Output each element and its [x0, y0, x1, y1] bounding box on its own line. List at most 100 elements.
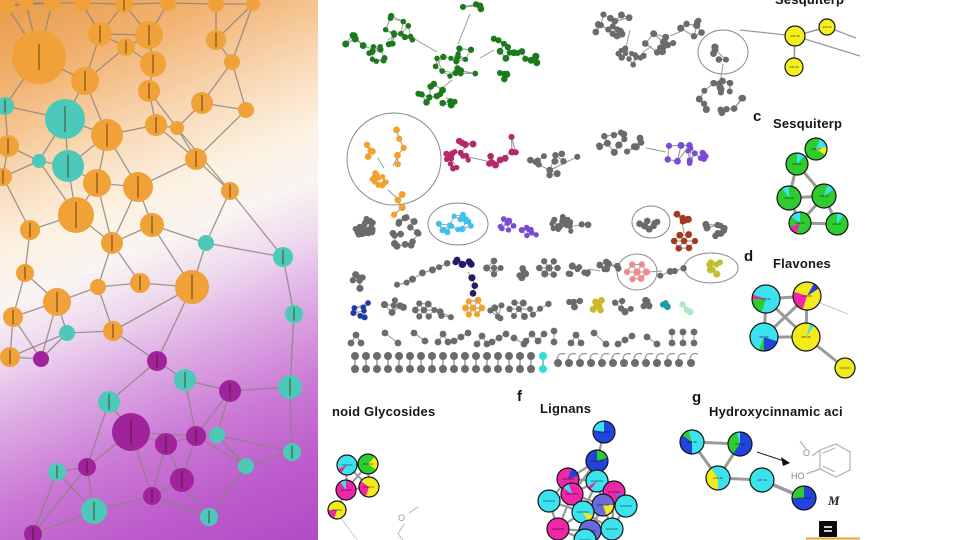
cluster-brick: [673, 210, 692, 225]
cluster-gray: [487, 302, 505, 322]
svg-text:444.27: 444.27: [819, 194, 829, 198]
cluster-teal2: [659, 300, 671, 311]
section-d-title: Flavones: [773, 256, 831, 271]
annotated-cluster-glycosides: [327, 453, 380, 540]
cluster-navy: [350, 300, 371, 321]
chemical-structure-glycoside: O: [397, 506, 419, 540]
chem-ho-label: HO: [791, 471, 805, 481]
cluster-orange: [363, 141, 376, 161]
cluster-magenta: [486, 152, 509, 169]
svg-text:232.20: 232.20: [789, 65, 799, 69]
legend-icon: [806, 521, 860, 540]
cluster-magenta: [508, 133, 519, 156]
section-c-letter: c: [753, 108, 762, 125]
cluster-violet: [518, 224, 539, 239]
cluster-green: [382, 12, 416, 48]
cluster-gray: [592, 11, 633, 40]
cluster-gray: [394, 260, 451, 288]
cluster-gray: [640, 296, 653, 310]
section-f-letter: f: [517, 388, 523, 405]
cluster-gray: [677, 17, 705, 40]
svg-text:287.05: 287.05: [759, 335, 769, 339]
svg-text:226.22: 226.22: [822, 25, 832, 29]
cluster-gray: [436, 308, 454, 321]
svg-text:236.19: 236.19: [790, 34, 800, 38]
annotation-arrow: [756, 451, 790, 466]
cluster-gray: [411, 300, 438, 320]
cluster-gray: [710, 43, 730, 63]
svg-text:446.23: 446.23: [795, 221, 805, 225]
svg-text:446.23: 446.23: [811, 147, 821, 151]
svg-text:271.06: 271.06: [802, 294, 812, 298]
cluster-yellow: [589, 297, 605, 314]
cluster-violet: [685, 145, 709, 166]
cluster-magenta: [443, 149, 471, 172]
cluster-gray: [568, 262, 591, 277]
section-b-title: Sesquiterp: [775, 0, 844, 7]
section-g-letter: g: [692, 389, 702, 406]
cluster-green: [459, 1, 485, 13]
cluster-gray: [529, 300, 552, 318]
annotated-cluster-flavones: 271.06 271.06 287.05 287.05: [749, 281, 856, 379]
section-g-title: Hydroxycinnamic aci: [709, 404, 843, 419]
cluster-gray: [641, 30, 677, 56]
cluster-green: [522, 52, 541, 67]
cluster-green: [342, 32, 367, 49]
cluster-gray: [566, 297, 584, 311]
small-fragments: [347, 327, 698, 348]
cluster-orange: [369, 170, 389, 189]
cluster-highlight-circles: [346, 29, 749, 291]
cluster-indigo: [468, 274, 479, 297]
cluster-salmon: [623, 261, 651, 283]
cluster-green: [439, 98, 458, 109]
cluster-green: [496, 69, 511, 83]
annotated-cluster-sesquiterpene-b: 236.19 226.22 232.20: [739, 18, 861, 77]
svg-text:446.23: 446.23: [792, 162, 802, 166]
cluster-violet: [664, 141, 693, 165]
svg-text:218.18: 218.18: [687, 440, 697, 444]
cluster-magenta: [455, 137, 477, 149]
cluster-gray: [389, 214, 422, 250]
cluster-cyan: [435, 211, 474, 236]
cluster-gray: [527, 150, 581, 179]
cluster-gray: [516, 265, 530, 282]
cluster-gray: [657, 265, 687, 279]
cluster-gray: [702, 220, 728, 240]
chem-o-label: O: [803, 448, 810, 458]
cluster-gray: [615, 45, 647, 68]
cluster-green: [432, 45, 479, 79]
annotated-cluster-lignans: [537, 420, 638, 540]
cluster-green: [415, 80, 446, 106]
cluster-gray: [611, 297, 634, 316]
cluster-gray: [380, 297, 407, 316]
section-c-title: Sesquiterp: [773, 116, 843, 131]
svg-text:216.19: 216.19: [735, 442, 745, 446]
cluster-gray: [352, 215, 376, 238]
cluster-violet: [497, 216, 517, 233]
cluster-gray: [695, 77, 747, 117]
overview-network: [0, 0, 303, 540]
cluster-gray: [506, 299, 534, 321]
svg-text:446.23: 446.23: [784, 196, 794, 200]
svg-text:218.19: 218.19: [713, 476, 723, 480]
cluster-gray: [349, 271, 366, 292]
cluster-gray: [536, 258, 561, 278]
svg-text:287.05: 287.05: [801, 335, 811, 339]
cluster-gray: [565, 270, 574, 278]
svg-text:271.06: 271.06: [761, 297, 771, 301]
cluster-orange: [393, 126, 407, 168]
cluster-orange: [462, 296, 486, 318]
svg-text:237.19: 237.19: [757, 478, 767, 482]
section-f-title: Lignans: [540, 401, 592, 416]
cluster-gray: [578, 221, 592, 229]
self-loop-nodes-row: [554, 352, 699, 367]
cluster-green: [366, 43, 388, 64]
metabolite-network-overview-panel: [0, 0, 318, 540]
cluster-gray: [596, 129, 645, 156]
section-d-letter: d: [744, 248, 754, 265]
cluster-gray: [549, 213, 574, 234]
section-e-title: noid Glycosides: [332, 404, 436, 419]
partial-compound-letter: M: [827, 493, 840, 508]
